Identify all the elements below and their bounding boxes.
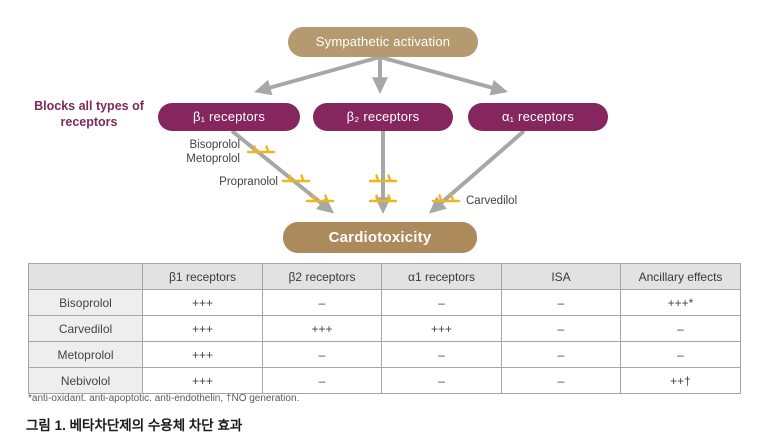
arrow-sympathetic-to-alpha1 (379, 55, 508, 96)
arrow-sympathetic-to-beta1 (254, 55, 381, 96)
node-beta2-receptors: β₂ receptors (313, 103, 453, 131)
value-cell: – (381, 367, 502, 394)
table-header-alpha1: α1 receptors (381, 263, 502, 290)
value-cell: +++ (142, 341, 263, 368)
table-header-ancillary: Ancillary effects (620, 263, 741, 290)
inhibitor-icon-carvedilol-alpha1 (431, 194, 461, 203)
value-cell: – (501, 367, 621, 394)
value-cell: +++ (381, 315, 502, 342)
value-cell: – (262, 367, 382, 394)
value-cell: – (381, 341, 502, 368)
blocks-all-types-label: Blocks all types of receptors (34, 99, 144, 130)
table-header-beta2: β2 receptors (262, 263, 382, 290)
value-cell: – (262, 341, 382, 368)
table-footnote: *anti-oxidant. anti-apoptotic. anti-endo… (28, 393, 300, 404)
value-cell: – (501, 315, 621, 342)
inhibitor-icon-bisoprolol-metoprolol (246, 145, 276, 154)
figure-caption: 그림 1. 베타차단제의 수용체 차단 효과 (26, 418, 243, 433)
value-cell: – (262, 289, 382, 316)
inhibitor-icon-carvedilol-beta1 (305, 194, 335, 203)
value-cell: +++* (620, 289, 741, 316)
node-beta1-receptors: β₁ receptors (158, 103, 300, 131)
table-header-isa: ISA (501, 263, 621, 290)
value-cell: +++ (142, 289, 263, 316)
node-sympathetic-activation: Sympathetic activation (288, 27, 478, 57)
node-cardiotoxicity: Cardiotoxicity (283, 222, 477, 253)
drug-label-metoprolol: Metoprolol (186, 153, 240, 165)
table-row: Carvedilol +++ +++ +++ – – (28, 315, 741, 342)
table-row: Nebivolol +++ – – – ++† (28, 367, 741, 394)
table-row: Metoprolol +++ – – – – (28, 341, 741, 368)
table-header-empty (28, 263, 143, 290)
table-header-beta1: β1 receptors (142, 263, 263, 290)
inhibitor-icon-propranolol-beta1 (281, 174, 311, 183)
drug-label-carvedilol: Carvedilol (466, 195, 518, 207)
drug-name-cell: Carvedilol (28, 315, 143, 342)
value-cell: +++ (262, 315, 382, 342)
node-alpha1-receptors: α₁ receptors (468, 103, 608, 131)
drug-name-cell: Bisoprolol (28, 289, 143, 316)
inhibitor-icon-carvedilol-beta2 (368, 194, 398, 203)
drug-name-cell: Metoprolol (28, 341, 143, 368)
value-cell: – (620, 341, 741, 368)
value-cell: – (501, 289, 621, 316)
value-cell: – (381, 289, 502, 316)
value-cell: +++ (142, 367, 263, 394)
receptor-blockade-table: β1 receptors β2 receptors α1 receptors I… (28, 263, 741, 394)
drug-label-bisoprolol: Bisoprolol (189, 139, 241, 151)
table-header-row: β1 receptors β2 receptors α1 receptors I… (28, 263, 741, 290)
value-cell: – (620, 315, 741, 342)
arrow-beta1-to-cardiotoxicity (230, 129, 335, 214)
drug-name-cell: Nebivolol (28, 367, 143, 394)
value-cell: +++ (142, 315, 263, 342)
receptor-flow-diagram: Sympathetic activation Blocks all types … (34, 27, 608, 253)
inhibitor-icon-propranolol-beta2 (368, 174, 398, 183)
table-row: Bisoprolol +++ – – – +++* (28, 289, 741, 316)
drug-label-propranolol: Propranolol (219, 176, 278, 188)
value-cell: ++† (620, 367, 741, 394)
value-cell: – (501, 341, 621, 368)
